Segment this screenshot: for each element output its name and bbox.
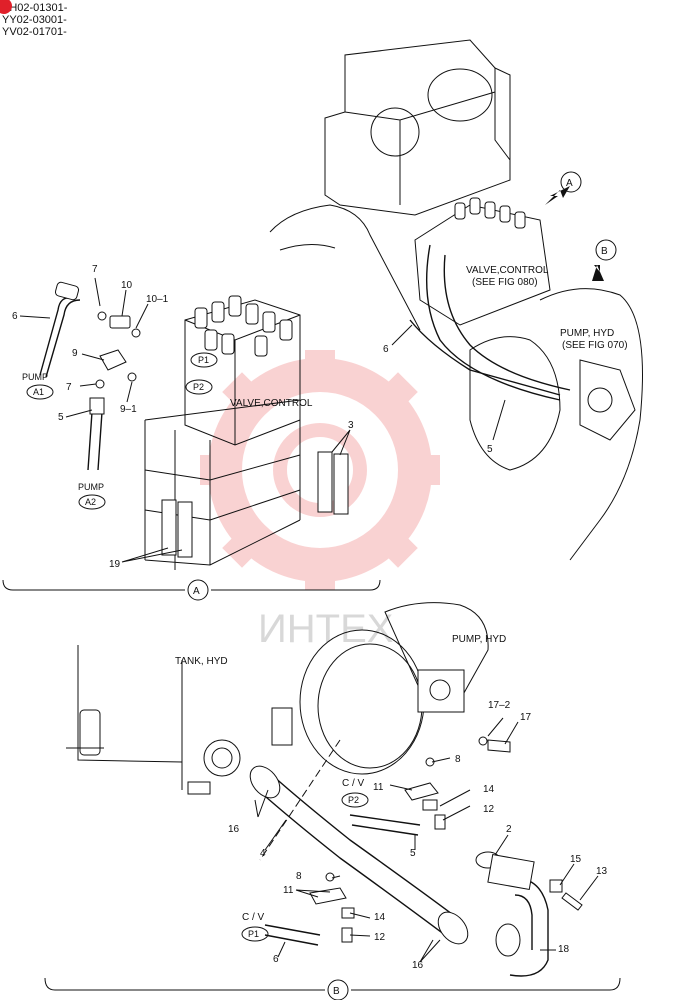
cv-label-1: C / V: [342, 778, 365, 789]
callout-16b: 16: [412, 960, 424, 971]
overview-callout-6: 6: [383, 344, 389, 355]
callout-14a: 14: [483, 784, 495, 795]
overview-valve-label: VALVE,CONTROL: [466, 265, 549, 276]
serial-number-1: YH02-01301-: [2, 2, 68, 14]
callout-10-1: 10–1: [146, 294, 169, 305]
serial-number-3: YV02-01701-: [2, 26, 67, 38]
callout-9: 9: [72, 348, 78, 359]
arrow-a-icon: [545, 186, 570, 205]
callout-4: 4: [260, 848, 266, 859]
callout-6b: 6: [273, 954, 279, 965]
callout-5b: 5: [410, 848, 416, 859]
callout-10: 10: [121, 280, 133, 291]
pump-label-2: PUMP: [78, 482, 104, 492]
port-p1: P1: [198, 355, 209, 365]
callout-14b: 14: [374, 912, 386, 923]
callout-12a: 12: [483, 804, 495, 815]
overview-marker-b: B: [601, 246, 608, 257]
callout-3: 3: [348, 420, 354, 431]
serial-number-2: YY02-03001-: [2, 14, 67, 26]
callout-18: 18: [558, 944, 570, 955]
callout-9-1: 9–1: [120, 404, 137, 415]
overview-machine: A B VALVE,CONTROL (SEE FIG 080) PUMP, HY…: [269, 39, 643, 561]
callout-6: 6: [12, 311, 18, 322]
corner-marker-icon: [0, 0, 12, 14]
view-a-valve-label: VALVE,CONTROL: [230, 398, 313, 409]
tank-label: TANK, HYD: [175, 656, 228, 667]
overview-callout-5: 5: [487, 444, 493, 455]
callout-11b: 11: [283, 885, 294, 896]
cv-port-p1: P1: [248, 929, 259, 939]
arrow-b-icon: [592, 265, 604, 281]
callout-7a: 7: [92, 264, 98, 275]
callout-16a: 16: [228, 824, 240, 835]
callout-11a: 11: [373, 782, 384, 793]
cv-label-2: C / V: [242, 912, 265, 923]
view-a-section-marker: A: [193, 586, 200, 597]
callout-19: 19: [109, 559, 121, 570]
view-b-section-marker: B: [333, 986, 340, 997]
callout-17: 17: [520, 712, 532, 723]
callout-2: 2: [506, 824, 512, 835]
callout-12b: 12: [374, 932, 386, 943]
callout-7b: 7: [66, 382, 72, 393]
overview-pump-ref: (SEE FIG 070): [562, 340, 628, 351]
view-b-pump-label: PUMP, HYD: [452, 634, 506, 645]
pump-port-a1: A1: [33, 387, 44, 397]
callout-13: 13: [596, 866, 608, 877]
callout-8a: 8: [455, 754, 461, 765]
view-b-detail: TANK, HYD PUMP, HYD C / V P2 C / V P1 17…: [44, 602, 621, 1000]
overview-marker-a: A: [566, 178, 573, 189]
watermark-gear-icon: [200, 350, 440, 590]
pump-port-a2: A2: [85, 497, 96, 507]
overview-valve-ref: (SEE FIG 080): [472, 277, 538, 288]
pump-label-1: PUMP: [22, 372, 48, 382]
overview-pump-label: PUMP, HYD: [560, 328, 614, 339]
callout-5: 5: [58, 412, 64, 423]
cv-port-p2: P2: [348, 795, 359, 805]
callout-17-2: 17–2: [488, 700, 511, 711]
callout-8b: 8: [296, 871, 302, 882]
callout-15: 15: [570, 854, 582, 865]
port-p2: P2: [193, 382, 204, 392]
view-a-detail: 7 10 10–1 6 9 7 9–1 5 3 19 PUMP A1 PUMP …: [2, 264, 381, 601]
